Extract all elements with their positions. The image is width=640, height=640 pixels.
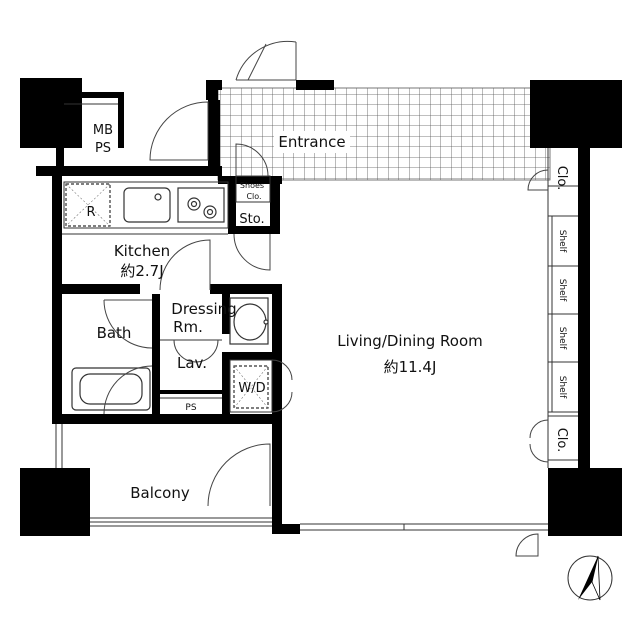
entrance-label-bg (274, 131, 350, 153)
columns (20, 78, 622, 536)
kitchen-size-label: 約2.7J (120, 262, 163, 280)
mbps-label-ps: PS (95, 141, 111, 156)
dressing-rm-label: Rm. (173, 318, 203, 336)
refrigerator-label: R (86, 205, 95, 220)
thin-lines (55, 103, 578, 531)
shelf-label-1: Shelf (557, 230, 567, 253)
north-arrow-icon (567, 555, 613, 601)
kitchen-label: Kitchen (114, 242, 170, 260)
fixtures (65, 183, 269, 411)
entrance-tile-floor (217, 87, 551, 181)
closet-label-bottom: Clo. (554, 428, 569, 453)
shoes-clo-label: Clo. (246, 192, 261, 201)
closet-label-top: Clo. (554, 166, 569, 191)
balcony-label: Balcony (130, 484, 190, 502)
lav-label: Lav. (177, 354, 207, 372)
dressing-label: Dressing (171, 300, 236, 318)
walls (36, 80, 590, 534)
sto-label: Sto. (239, 212, 264, 227)
labels: Entrance MB PS Shoes Clo. Sto. R Kitchen… (86, 123, 569, 502)
shelf-label-4: Shelf (557, 376, 567, 399)
ps-label: PS (185, 403, 196, 413)
kitchen-sink (123, 187, 171, 223)
kitchen-stove (177, 187, 225, 223)
living-label: Living/Dining Room (337, 332, 483, 350)
shelf-label-3: Shelf (557, 327, 567, 350)
entrance-label: Entrance (278, 133, 345, 151)
living-size-label: 約11.4J (384, 358, 437, 376)
wd-label: W/D (238, 381, 265, 396)
doors (103, 40, 549, 557)
shoes-label: Shoes (240, 181, 264, 190)
shelf-label-2: Shelf (557, 279, 567, 302)
mbps-label-mb: MB (93, 123, 113, 138)
lav-basin (233, 303, 267, 341)
bath-label: Bath (97, 324, 132, 342)
